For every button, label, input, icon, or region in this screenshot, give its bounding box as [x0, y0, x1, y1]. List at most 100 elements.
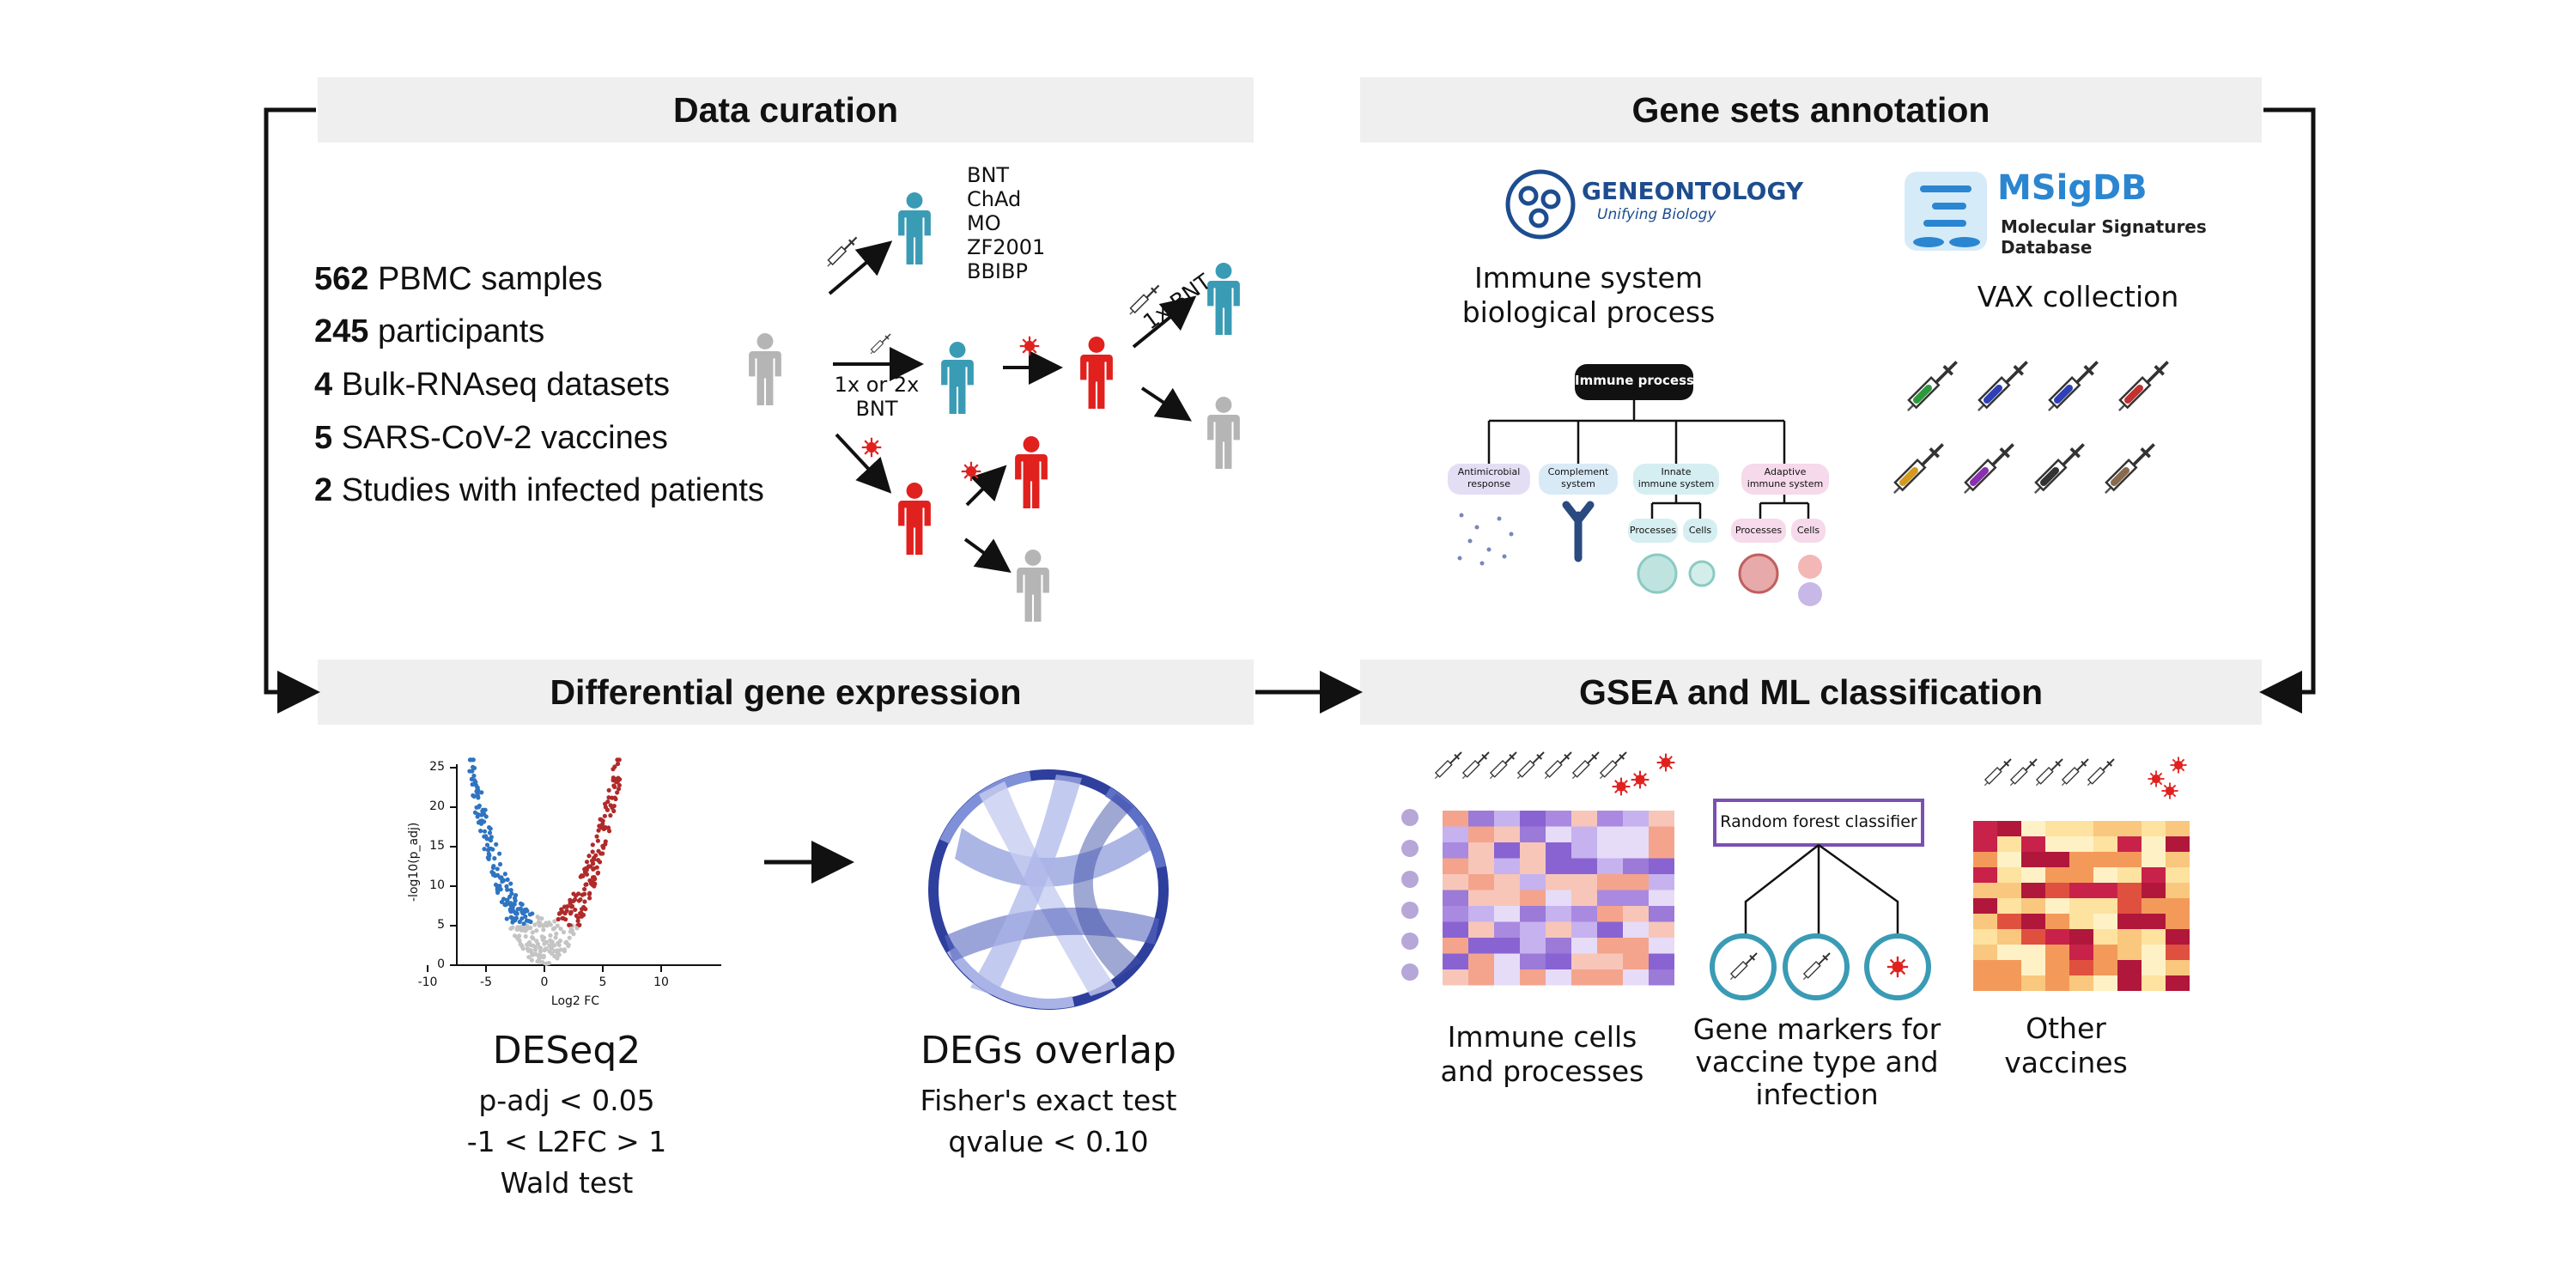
virus-icon [1018, 335, 1041, 357]
volcano-point [513, 898, 518, 903]
heatmap-cell [1997, 929, 2021, 945]
heatmap-cell [1623, 890, 1649, 906]
syringe-icon [2087, 758, 2115, 787]
heatmap-cell [2093, 836, 2117, 852]
heatmap-cell [2142, 898, 2166, 914]
heatmap-cell [1520, 921, 1546, 938]
heatmap-cell [1443, 953, 1468, 969]
volcano-point [598, 817, 604, 823]
heatmap-cell [1571, 811, 1597, 827]
heatmap-cell [1597, 938, 1623, 954]
volcano-point [519, 944, 525, 949]
heatmap-cell [1546, 938, 1571, 954]
vaccine-chad: ChAd [967, 187, 1022, 211]
heatmap-cell [1494, 858, 1520, 874]
heatmap-cell [1597, 906, 1623, 922]
heatmap-cell [1468, 811, 1494, 827]
heatmap-cell [1597, 874, 1623, 890]
heatmap-cell [2093, 883, 2117, 898]
deseq-line3: Wald test [500, 1166, 634, 1200]
volcano-point [594, 834, 599, 839]
heatmap-cell [2117, 945, 2142, 960]
heatmap-cell [2069, 883, 2093, 898]
heatmap-cell [2069, 898, 2093, 914]
heatmap-cell [1546, 811, 1571, 827]
heatmap-cell [2117, 852, 2142, 867]
volcano-point [608, 803, 613, 808]
heatmap-cell [1997, 960, 2021, 975]
stat-datasets: 4 Bulk-RNAseq datasets [314, 367, 670, 403]
volcano-point [582, 899, 587, 904]
virus-icon [2160, 781, 2179, 800]
volcano-ytick-label: 0 [437, 957, 445, 971]
heatmap-cell [1494, 921, 1520, 938]
volcano-point [606, 829, 612, 834]
volcano-point [471, 757, 476, 763]
volcano-point [475, 814, 480, 819]
heatmap-cell [1520, 953, 1546, 969]
deseq-line1: p-adj < 0.05 [478, 1084, 655, 1117]
volcano-point [599, 825, 605, 830]
heatmap-cell [1494, 890, 1520, 906]
volcano-point [517, 919, 522, 925]
volcano-point [584, 860, 590, 865]
heatmap-cell [2117, 821, 2142, 836]
volcano-point [513, 918, 518, 923]
heatmap-cell [2117, 960, 2142, 975]
volcano-point [616, 787, 622, 792]
connector-left [264, 107, 320, 714]
heatmap-cell [1546, 826, 1571, 842]
volcano-point [567, 935, 572, 940]
panel-title-data-curation: Data curation [318, 77, 1254, 143]
volcano-point [504, 884, 509, 889]
immune-process-tree [1448, 364, 1829, 606]
stat-samples: 562 PBMC samples [314, 261, 603, 297]
volcano-point [487, 830, 493, 836]
heatmap-cell [1468, 842, 1494, 859]
volcano-point [482, 811, 487, 817]
people-flow [749, 192, 1240, 622]
volcano-point [606, 787, 611, 793]
volcano-point [557, 911, 562, 916]
volcano-point [558, 927, 563, 932]
volcano-point [575, 891, 581, 896]
heatmap-cell [1443, 874, 1468, 890]
volcano-xtick-label: 10 [653, 975, 669, 989]
volcano-point [541, 927, 546, 933]
heatmap-cell [1571, 874, 1597, 890]
volcano-ytick-label: 25 [429, 760, 445, 774]
heatmap-cell [1468, 906, 1494, 922]
volcano-point [483, 834, 489, 839]
heatmap-cell [1649, 842, 1674, 859]
volcano-point [578, 896, 583, 902]
heatmap-cell [2069, 867, 2093, 883]
volcano-point [513, 892, 519, 898]
heatmap-cell [1443, 858, 1468, 874]
heatmap-cell [1973, 929, 1997, 945]
heatmap-cell [1649, 938, 1674, 954]
heatmap-cell [2069, 929, 2093, 945]
heatmap-cell [2093, 945, 2117, 960]
heatmap-cell [1623, 826, 1649, 842]
volcano-point [523, 927, 529, 933]
volcano-point [508, 881, 513, 886]
heatmap-cell [2021, 898, 2045, 914]
vaccine-zf2001: ZF2001 [967, 235, 1046, 259]
heatmap-cell [1973, 914, 1997, 929]
heatmap-cell [1597, 890, 1623, 906]
volcano-point [574, 926, 580, 931]
heatmap-cell [1597, 953, 1623, 969]
volcano-point [557, 939, 563, 944]
volcano-point [469, 776, 474, 781]
rf-label: Random forest classifier [1720, 812, 1917, 831]
panel-title-deg: Differential gene expression [318, 659, 1254, 725]
heatmap-cell [1520, 858, 1546, 874]
syringe-icon [1571, 751, 1600, 780]
heatmap-cell [1468, 858, 1494, 874]
deseq-title: DESeq2 [492, 1029, 641, 1073]
heatmap-cell [1623, 953, 1649, 969]
volcano-point [600, 821, 605, 827]
